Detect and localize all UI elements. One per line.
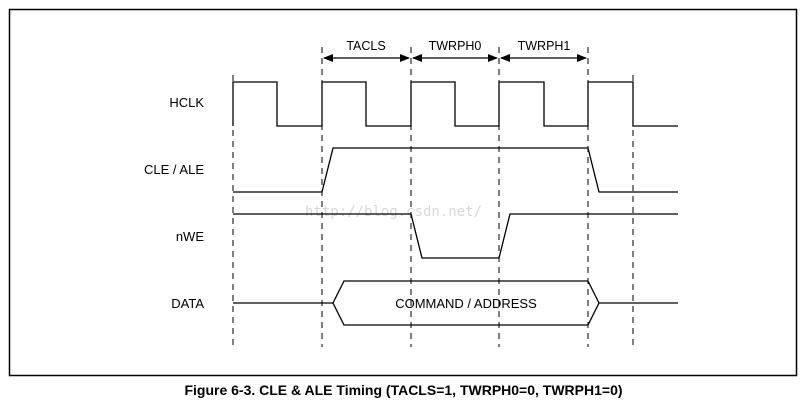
data-bus-value: COMMAND / ADDRESS: [395, 296, 537, 311]
diagram-border: [8, 8, 798, 377]
tacls-label: TACLS: [346, 39, 385, 53]
hclk-label: HCLK: [169, 95, 204, 110]
cle-ale-label: CLE / ALE: [144, 162, 204, 177]
figure-caption: Figure 6-3. CLE & ALE Timing (TACLS=1, T…: [184, 382, 623, 398]
data-bus: [233, 280, 678, 326]
data-label: DATA: [171, 296, 204, 311]
hclk-waveform: [232, 81, 678, 127]
twrph0-label: TWRPH0: [429, 39, 482, 53]
nwe-label: nWE: [176, 229, 205, 244]
nwe-waveform: [233, 213, 678, 259]
watermark-text: http://blog.csdn.net/: [305, 204, 482, 220]
cle-ale-waveform: [233, 147, 678, 193]
twrph1-label: TWRPH1: [518, 39, 571, 53]
